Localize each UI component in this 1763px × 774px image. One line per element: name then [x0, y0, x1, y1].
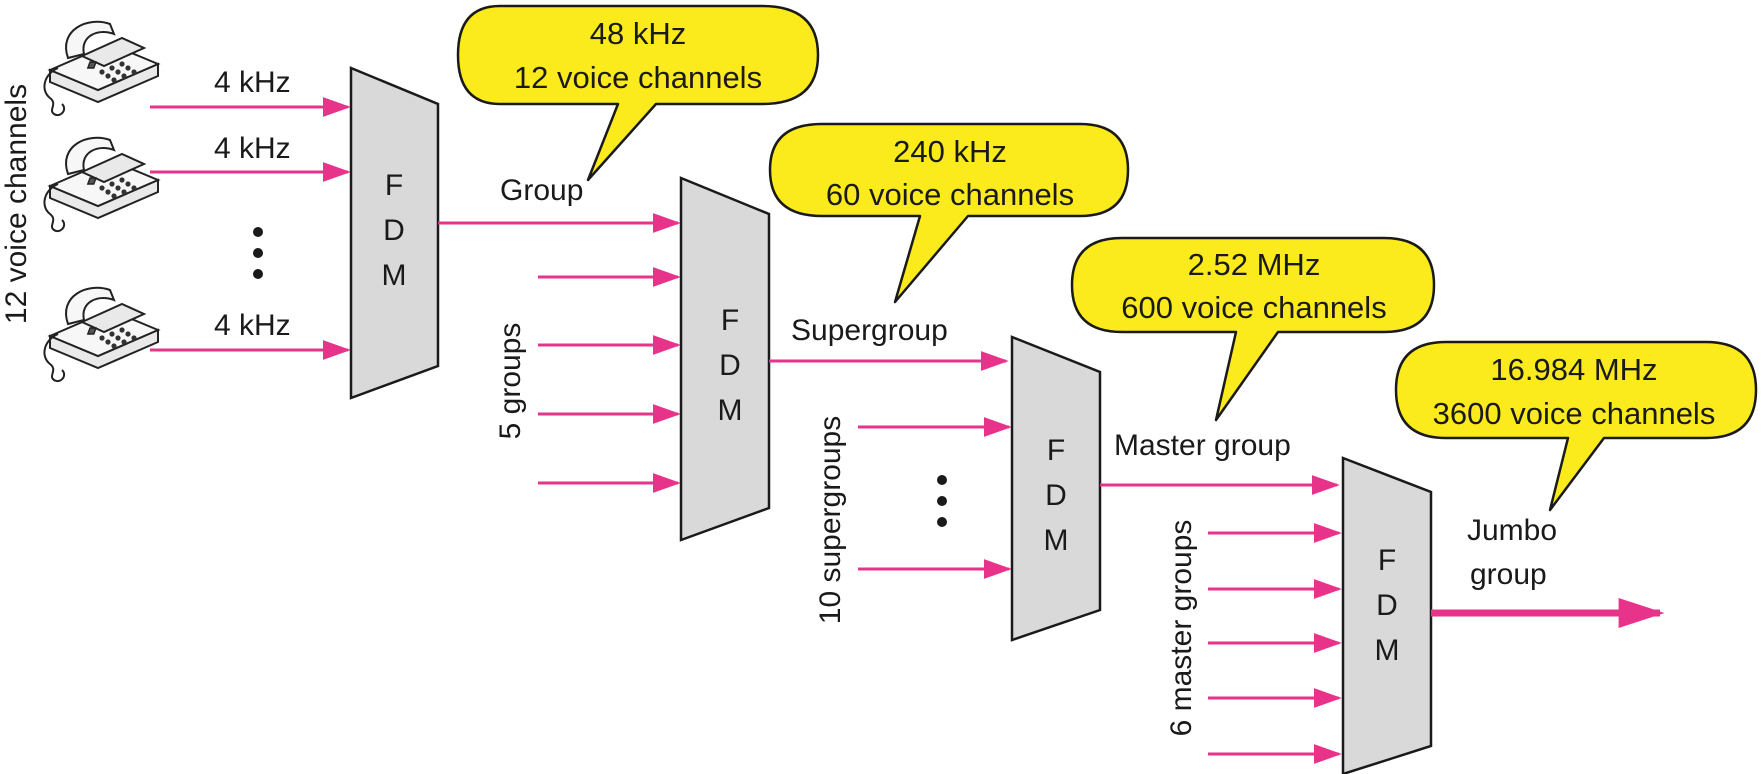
callout-bandwidth: 240 kHz	[893, 134, 1007, 169]
fdm-letter: D	[1376, 589, 1398, 622]
vertical-ellipsis-icon	[937, 475, 947, 527]
jumbo-group-label: Jumbo	[1467, 514, 1557, 547]
channel-bandwidth-label: 4 kHz	[214, 309, 291, 342]
master-groups-input-label: 6 master groups	[1165, 520, 1198, 737]
fdm-multiplexer-3	[1010, 335, 1102, 642]
telephone-icon	[43, 20, 159, 117]
fdm-multiplexer-4	[1341, 456, 1433, 774]
supergroup-label: Supergroup	[791, 314, 948, 347]
telephone-icon	[43, 286, 159, 383]
supergroup-bandwidth-callout	[768, 122, 1130, 304]
fdm-letter: M	[1375, 634, 1400, 667]
supergroups-input-label: 10 supergroups	[814, 416, 847, 624]
callout-bandwidth: 2.52 MHz	[1188, 247, 1321, 282]
fdm-letter: M	[718, 394, 743, 427]
fdm-letter: D	[383, 214, 405, 247]
channel-bandwidth-label: 4 kHz	[214, 66, 291, 99]
fdm-multiplexer-2	[679, 176, 771, 542]
fdm-multiplexer-1	[349, 66, 440, 400]
callout-bandwidth: 48 kHz	[590, 16, 686, 51]
callout-channel-count: 600 voice channels	[1121, 290, 1386, 325]
callout-channel-count: 60 voice channels	[826, 177, 1074, 212]
telephone-icon	[43, 136, 159, 233]
fdm-letter: D	[719, 349, 741, 382]
channel-bandwidth-label: 4 kHz	[214, 132, 291, 165]
callout-bandwidth: 16.984 MHz	[1490, 352, 1657, 387]
callout-channel-count: 3600 voice channels	[1433, 396, 1716, 431]
fdm-letter: F	[721, 304, 739, 337]
group-bandwidth-callout	[456, 4, 820, 182]
fdm-letter: M	[1044, 524, 1069, 557]
group-label: Group	[500, 174, 583, 207]
master-group-label: Master group	[1114, 429, 1291, 462]
fdm-letter: D	[1045, 479, 1067, 512]
jumbo-group-bandwidth-callout	[1394, 340, 1758, 512]
groups-input-label: 5 groups	[494, 323, 527, 440]
fdm-letter: M	[382, 259, 407, 292]
callout-channel-count: 12 voice channels	[514, 60, 762, 95]
fdm-letter: F	[1378, 544, 1396, 577]
voice-channels-side-label: 12 voice channels	[0, 84, 33, 324]
vertical-ellipsis-icon	[253, 227, 263, 279]
fdm-letter: F	[385, 169, 403, 202]
master-group-bandwidth-callout	[1070, 236, 1436, 422]
fdm-letter: F	[1047, 434, 1065, 467]
jumbo-group-label: group	[1470, 558, 1547, 591]
